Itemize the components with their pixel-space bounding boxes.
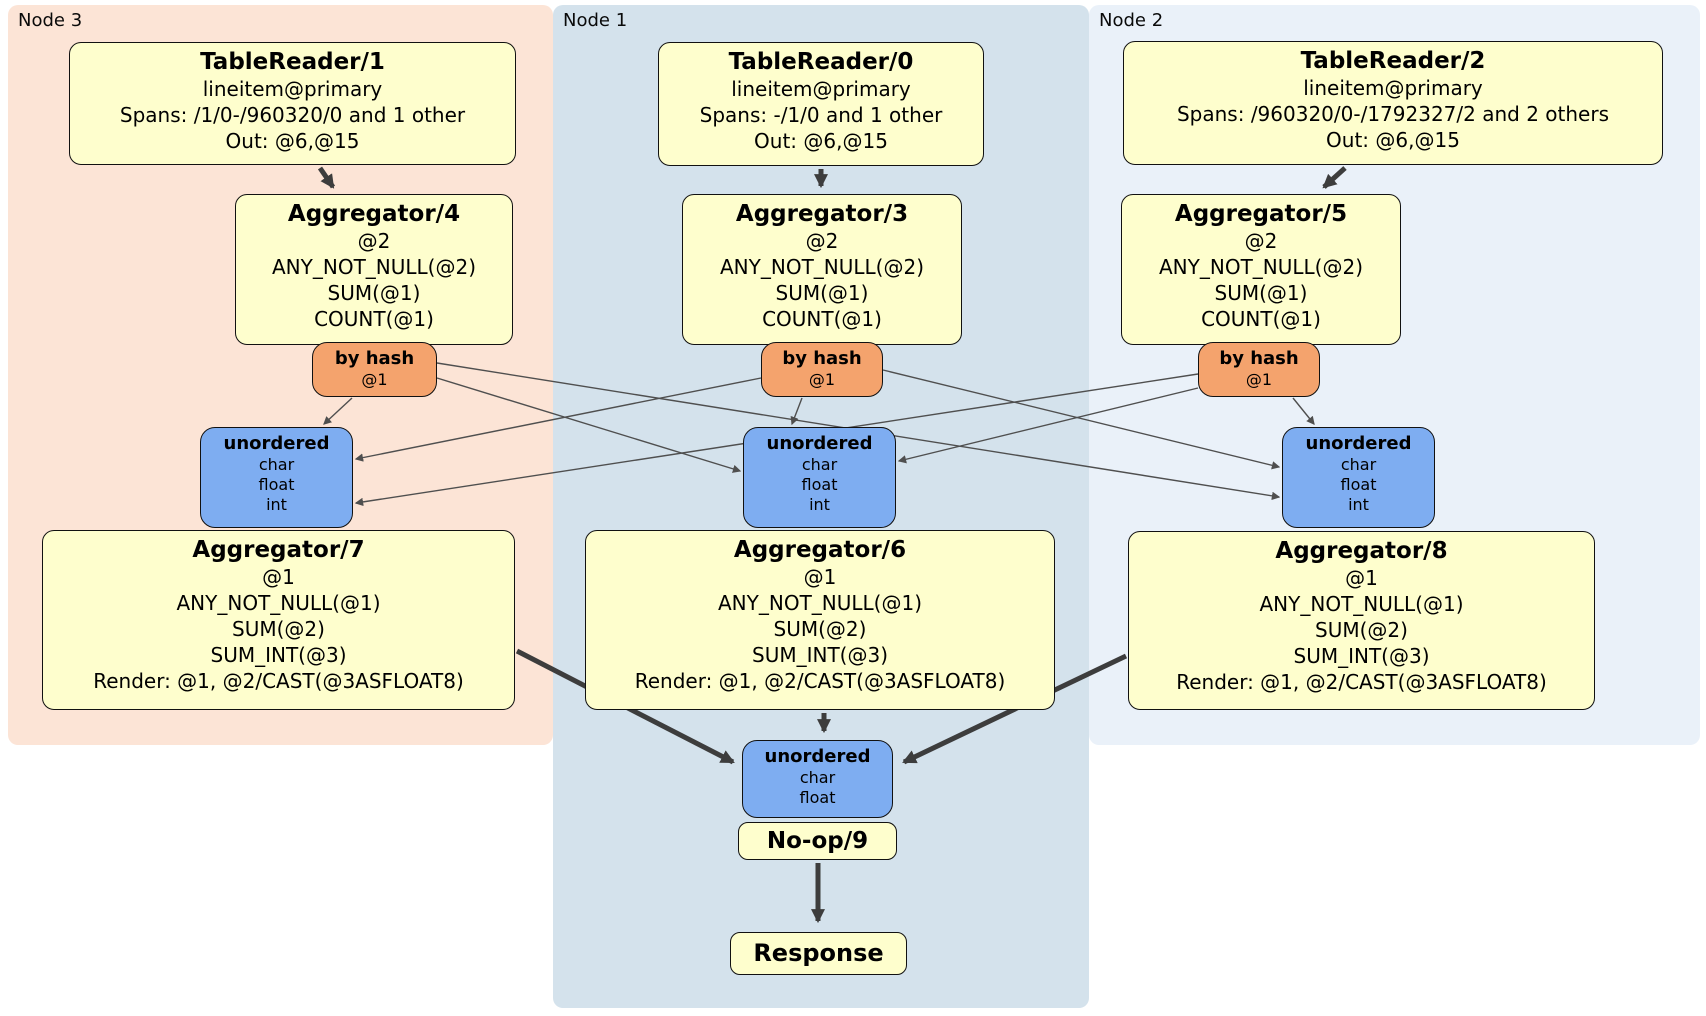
processor-title: Aggregator/4: [287, 201, 461, 227]
processor-detail: Render: @1, @2/CAST(@3ASFLOAT8): [93, 669, 464, 693]
router-title: by hash: [1219, 348, 1299, 369]
processor-detail: Render: @1, @2/CAST(@3ASFLOAT8): [634, 669, 1006, 693]
sync-unordered-node2: unordered char float int: [1282, 427, 1435, 528]
response-title: Response: [753, 939, 884, 967]
edge-byhash2-unordered1: [897, 387, 1199, 464]
processor-title: Aggregator/5: [1174, 201, 1348, 227]
processor-detail: @2: [357, 229, 391, 253]
response-box: Response: [730, 932, 907, 975]
edge-byhash1-unordered2: [882, 369, 1281, 470]
edge-tablereader1-aggregator4: [317, 166, 336, 189]
processor-detail: Out: @6,@15: [1326, 128, 1460, 152]
edge-byhash2-unordered2: [1292, 397, 1315, 425]
processor-title: Aggregator/7: [192, 537, 365, 563]
processor-detail: @1: [1345, 566, 1378, 590]
processor-tablereader-1: TableReader/1 lineitem@primary Spans: /1…: [69, 42, 516, 165]
processor-aggregator-8: Aggregator/8 @1 ANY_NOT_NULL(@1) SUM(@2)…: [1128, 531, 1595, 710]
processor-detail: ANY_NOT_NULL(@2): [1159, 255, 1363, 279]
processor-detail: COUNT(@1): [762, 307, 882, 331]
processor-detail: SUM_INT(@3): [210, 643, 347, 667]
router-title: by hash: [334, 348, 415, 369]
sync-detail: int: [266, 495, 287, 514]
processor-detail: SUM(@1): [775, 281, 869, 305]
processor-detail: @2: [1244, 229, 1278, 253]
processor-title: No-op/9: [766, 828, 869, 854]
processor-detail: SUM(@2): [232, 617, 325, 641]
router-by-hash-node1: by hash @1: [761, 342, 883, 397]
processor-detail: lineitem@primary: [731, 77, 911, 101]
processor-detail: Spans: -/1/0 and 1 other: [699, 103, 943, 127]
router-by-hash-node3: by hash @1: [312, 342, 437, 397]
processor-tablereader-2: TableReader/2 lineitem@primary Spans: /9…: [1123, 41, 1663, 165]
processor-detail: SUM(@2): [1315, 618, 1408, 642]
processor-detail: SUM_INT(@3): [752, 643, 888, 667]
processor-detail: SUM(@2): [773, 617, 867, 641]
sync-title: unordered: [766, 433, 873, 454]
sync-unordered-node3: unordered char float int: [200, 427, 353, 528]
sync-detail: float: [258, 475, 295, 494]
processor-detail: SUM(@1): [1214, 281, 1308, 305]
panel-label-node1: Node 1: [563, 10, 628, 31]
sync-detail: char: [801, 455, 838, 474]
panel-label-node2: Node 2: [1099, 10, 1164, 31]
router-detail: @1: [361, 370, 388, 389]
processor-aggregator-4: Aggregator/4 @2 ANY_NOT_NULL(@2) SUM(@1)…: [235, 194, 513, 345]
processor-detail: ANY_NOT_NULL(@2): [720, 255, 924, 279]
sync-title: unordered: [764, 746, 871, 767]
processor-tablereader-0: TableReader/0 lineitem@primary Spans: -/…: [658, 42, 984, 166]
router-by-hash-node2: by hash @1: [1198, 342, 1320, 397]
processor-detail: lineitem@primary: [202, 77, 383, 101]
sync-detail: int: [1348, 495, 1369, 514]
processor-aggregator-3: Aggregator/3 @2 ANY_NOT_NULL(@2) SUM(@1)…: [682, 194, 962, 345]
sync-title: unordered: [223, 433, 330, 454]
processor-aggregator-5: Aggregator/5 @2 ANY_NOT_NULL(@2) SUM(@1)…: [1121, 194, 1401, 345]
processor-title: Aggregator/8: [1275, 538, 1448, 564]
processor-detail: @2: [805, 229, 839, 253]
edge-byhash1-unordered1: [790, 397, 803, 426]
edge-byhash3-unordered1: [436, 377, 742, 473]
processor-title: Aggregator/6: [733, 537, 907, 563]
sync-detail: char: [258, 455, 295, 474]
processor-detail: COUNT(@1): [314, 307, 434, 331]
sync-detail: float: [1340, 475, 1377, 494]
processor-title: Aggregator/3: [735, 201, 909, 227]
sync-title: unordered: [1305, 433, 1412, 454]
processor-detail: COUNT(@1): [1201, 307, 1321, 331]
processor-title: TableReader/0: [728, 49, 914, 75]
edge-byhash3-unordered3: [323, 397, 353, 425]
processor-detail: Out: @6,@15: [754, 129, 888, 153]
sync-unordered-node1: unordered char float int: [743, 427, 896, 528]
router-detail: @1: [1245, 370, 1273, 389]
sync-detail: float: [801, 475, 838, 494]
sync-detail: int: [809, 495, 830, 514]
sync-detail: float: [799, 788, 836, 807]
router-detail: @1: [808, 370, 836, 389]
processor-noop-9: No-op/9: [738, 822, 897, 860]
processor-detail: SUM(@1): [327, 281, 421, 305]
processor-detail: SUM_INT(@3): [1293, 644, 1430, 668]
router-title: by hash: [782, 348, 862, 369]
processor-detail: Spans: /1/0-/960320/0 and 1 other: [119, 103, 466, 127]
processor-detail: ANY_NOT_NULL(@1): [176, 591, 381, 615]
edge-tablereader2-aggregator5: [1322, 166, 1347, 189]
panel-label-node3: Node 3: [18, 10, 83, 31]
processor-title: TableReader/1: [200, 49, 385, 75]
processor-aggregator-6: Aggregator/6 @1 ANY_NOT_NULL(@1) SUM(@2)…: [585, 530, 1055, 710]
processor-aggregator-7: Aggregator/7 @1 ANY_NOT_NULL(@1) SUM(@2)…: [42, 530, 515, 710]
processor-detail: ANY_NOT_NULL(@1): [1259, 592, 1464, 616]
processor-detail: ANY_NOT_NULL(@2): [272, 255, 476, 279]
processor-detail: @1: [803, 565, 837, 589]
sync-unordered-final: unordered char float: [742, 740, 893, 818]
processor-detail: ANY_NOT_NULL(@1): [718, 591, 922, 615]
processor-detail: Render: @1, @2/CAST(@3ASFLOAT8): [1176, 670, 1547, 694]
edge-byhash1-unordered3: [354, 377, 762, 462]
processor-detail: lineitem@primary: [1303, 76, 1483, 100]
processor-detail: Out: @6,@15: [225, 129, 360, 153]
processor-title: TableReader/2: [1300, 48, 1486, 74]
processor-detail: @1: [262, 565, 295, 589]
processor-detail: Spans: /960320/0-/1792327/2 and 2 others: [1176, 102, 1609, 126]
sync-detail: char: [1340, 455, 1377, 474]
sync-detail: char: [799, 768, 836, 787]
